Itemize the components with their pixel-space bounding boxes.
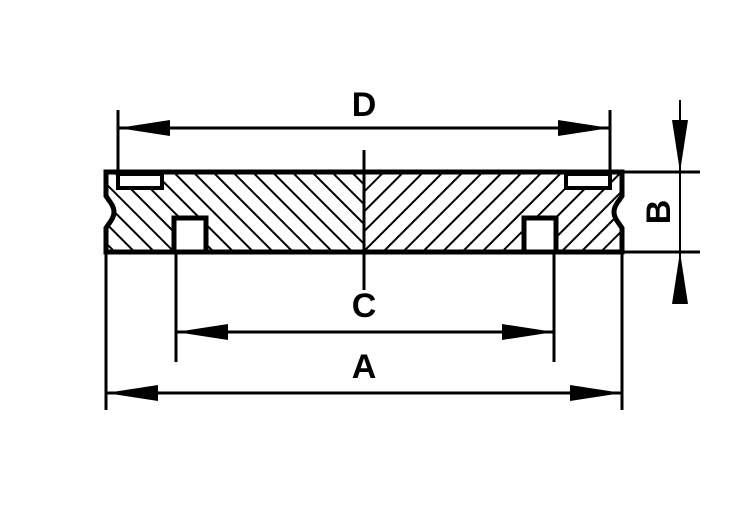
dimension-B-arrow-bottom [672, 252, 688, 304]
dimension-B: B [622, 100, 700, 304]
dimension-A-label: A [352, 348, 377, 386]
top-right-slot [564, 172, 612, 190]
dimension-D-arrow-left [118, 120, 170, 136]
dimension-C-arrow-left [176, 324, 228, 340]
dimension-A: A [104, 252, 624, 410]
bottom-left-groove-shape [171, 215, 209, 255]
dimension-B-arrow-top [672, 120, 688, 172]
bottom-right-groove-shape [521, 215, 559, 255]
bottom-left-groove [171, 215, 209, 255]
dimension-D-label: D [352, 86, 377, 124]
top-right-slot-shape [564, 172, 612, 190]
dimension-B-label: B [640, 200, 678, 225]
dimension-C-arrow-right [502, 324, 554, 340]
dimension-A-arrow-right [570, 385, 622, 401]
bottom-right-groove [521, 215, 559, 255]
dimension-C-label: C [352, 287, 377, 325]
dimension-C: C [174, 252, 556, 362]
top-left-slot-shape [116, 172, 164, 190]
dimension-D-arrow-right [558, 120, 610, 136]
dimension-D: D [116, 86, 612, 186]
dimension-A-arrow-left [106, 385, 158, 401]
top-left-slot [116, 172, 164, 190]
